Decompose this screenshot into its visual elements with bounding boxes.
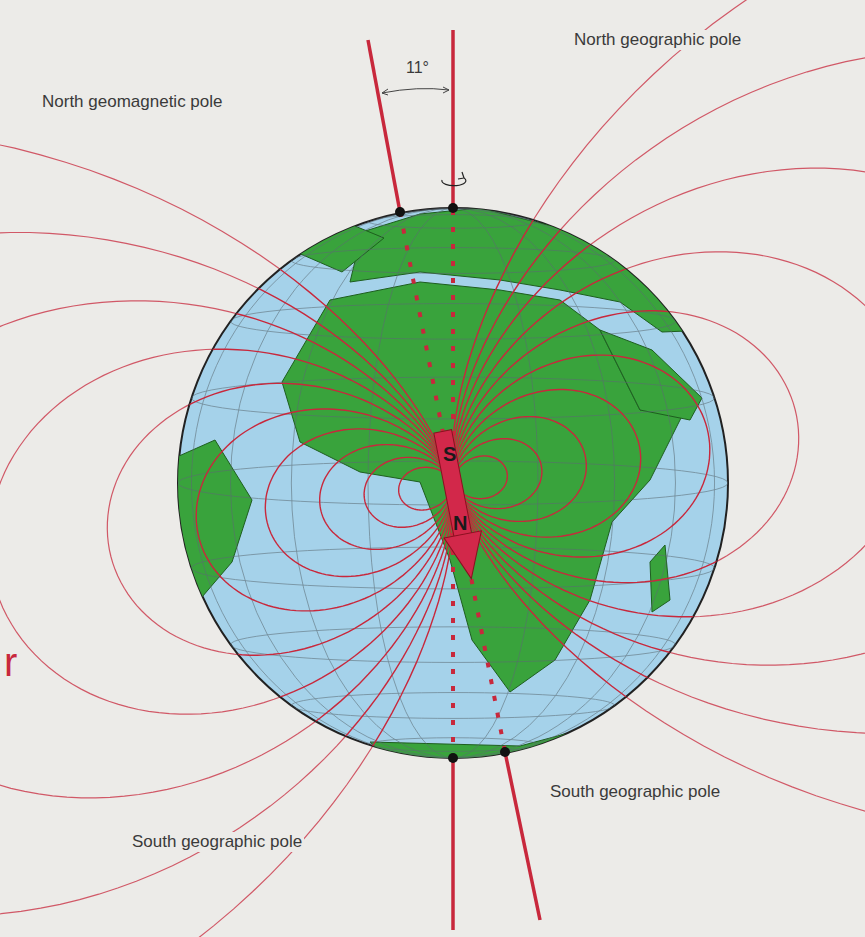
magnet-pole-letter: N [451, 513, 469, 533]
pole-label: North geographic pole [572, 30, 743, 50]
field-line [454, 355, 710, 557]
field-line [399, 467, 449, 510]
magnet-pole-letter: S [441, 444, 458, 464]
pole-label: South geographic pole [548, 782, 722, 802]
rotation-arrow [442, 172, 466, 186]
field-line [453, 311, 798, 583]
pole-label: North geomagnetic pole [40, 92, 225, 112]
field-line [0, 233, 454, 917]
field-line [196, 409, 452, 611]
field-line [320, 445, 451, 550]
field-line [364, 457, 450, 527]
angle-arc [382, 87, 449, 95]
globe [178, 208, 728, 758]
cut-off-text: r [2, 640, 19, 684]
pole-label: South geographic pole [130, 832, 304, 852]
field-line [452, 50, 865, 734]
field-line [452, 0, 865, 839]
bar-magnet [424, 428, 490, 582]
field-line [0, 349, 453, 714]
axes [368, 30, 540, 930]
field-line [453, 252, 865, 617]
field-line [458, 456, 508, 499]
field-line [0, 127, 454, 937]
field-line [455, 417, 586, 522]
field-line [107, 383, 452, 655]
angle-label: 11° [404, 58, 431, 78]
magnetic-axis-dotted [400, 212, 505, 752]
field-line [456, 439, 542, 509]
pole-dots [395, 203, 510, 763]
